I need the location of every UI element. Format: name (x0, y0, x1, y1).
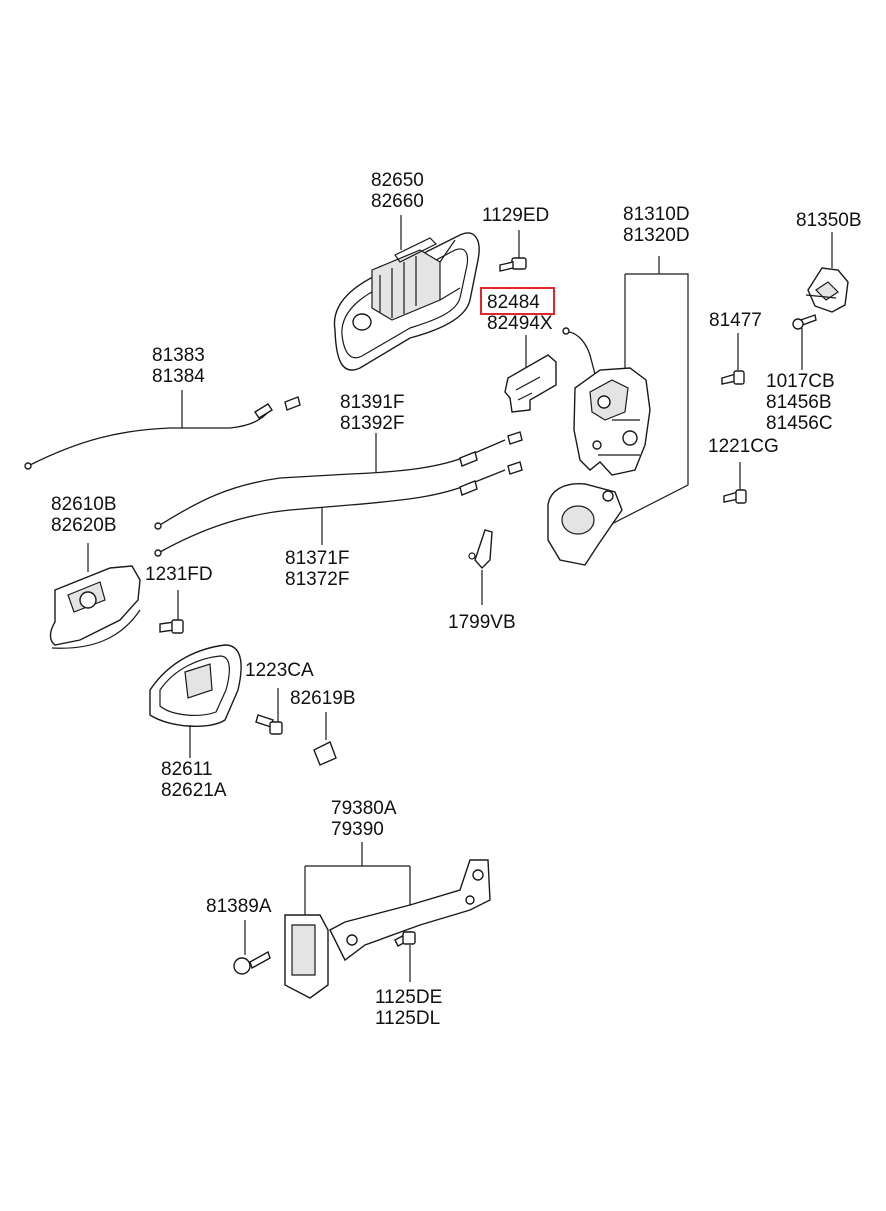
label-screw-1221: 1221CG (708, 436, 779, 457)
screw-1223ca[interactable] (255, 688, 283, 735)
part-number: 82650 (371, 170, 424, 191)
label-cables-low: 81371F 81372F (285, 548, 349, 590)
cable-81391f[interactable] (154, 431, 523, 530)
label-screw-1231: 1231FD (145, 564, 213, 585)
part-number: 81477 (709, 310, 762, 331)
label-checker: 79380A 79390 (331, 798, 397, 840)
label-inside-handle: 82610B 82620B (51, 494, 117, 536)
door-latch-assembly[interactable] (547, 256, 689, 566)
label-rod-clip: 82484 82494X (487, 292, 553, 334)
part-number: 81392F (340, 413, 405, 434)
screw-1231fd[interactable] (159, 590, 184, 634)
part-number: 81350B (796, 210, 862, 231)
label-clip-1799: 1799VB (448, 612, 516, 633)
part-number: 81384 (152, 366, 205, 387)
label-striker-bolts: 1017CB 81456B 81456C (766, 371, 835, 434)
part-number: 82494X (487, 313, 553, 334)
label-bezel: 82611 82621A (161, 759, 227, 801)
label-cables-mid: 81391F 81392F (340, 392, 404, 434)
door-checker[interactable] (284, 842, 491, 999)
striker-bolts[interactable] (792, 314, 817, 370)
label-screw-1223: 1223CA (245, 660, 314, 681)
part-number: 81310D (623, 204, 690, 225)
part-number: 82611 (161, 759, 213, 780)
part-number: 1017CB (766, 371, 835, 392)
label-cable-upper: 81383 81384 (152, 345, 205, 387)
part-number: 81456B (766, 392, 832, 413)
part-number: 81389A (206, 896, 272, 917)
label-screw-81477: 81477 (709, 310, 762, 331)
label-striker: 81350B (796, 210, 862, 231)
part-number: 1125DE (375, 987, 443, 1008)
outside-door-handle[interactable] (333, 215, 480, 371)
cap-82619b[interactable] (313, 712, 337, 766)
part-number: 1223CA (245, 660, 314, 681)
part-number: 1129ED (482, 205, 550, 226)
screw-1125de[interactable] (394, 931, 416, 982)
screw-81477[interactable] (721, 333, 745, 385)
bolt-81389a[interactable] (233, 920, 271, 975)
part-number: 79380A (331, 798, 397, 819)
part-number: 82619B (290, 688, 356, 709)
label-checker-screw: 1125DE 1125DL (375, 987, 442, 1029)
label-cap: 82619B (290, 688, 356, 709)
part-number: 81383 (152, 345, 205, 366)
part-number-highlighted[interactable]: 82484 (487, 292, 540, 313)
part-number: 81391F (340, 392, 405, 413)
part-number: 82620B (51, 515, 117, 536)
part-number: 1231FD (145, 564, 213, 585)
door-striker[interactable] (805, 232, 849, 313)
part-number: 1125DL (375, 1008, 441, 1029)
part-number: 82621A (161, 780, 227, 801)
part-number: 1221CG (708, 436, 779, 457)
part-number: 82610B (51, 494, 117, 515)
part-number: 81371F (285, 548, 350, 569)
inside-door-handle[interactable] (49, 543, 141, 649)
label-outside-handle: 82650 82660 (371, 170, 424, 212)
part-number: 82660 (371, 191, 424, 212)
cable-81371f[interactable] (154, 461, 523, 557)
part-number: 81372F (285, 569, 350, 590)
inside-handle-bezel[interactable] (149, 644, 242, 758)
part-number: 79390 (331, 819, 384, 840)
bolt-1129ed[interactable] (499, 230, 527, 272)
clip-1799vb[interactable] (468, 529, 493, 605)
part-number: 1799VB (448, 612, 516, 633)
label-bolt-top: 1129ED (482, 205, 549, 226)
part-number: 81456C (766, 413, 833, 434)
rod-clip[interactable] (504, 327, 597, 413)
label-latch: 81310D 81320D (623, 204, 690, 246)
cable-81383[interactable] (24, 390, 301, 470)
label-checker-bolt: 81389A (206, 896, 272, 917)
part-number: 81320D (623, 225, 690, 246)
screw-1221cg[interactable] (723, 462, 747, 504)
highlight-box (480, 287, 555, 315)
